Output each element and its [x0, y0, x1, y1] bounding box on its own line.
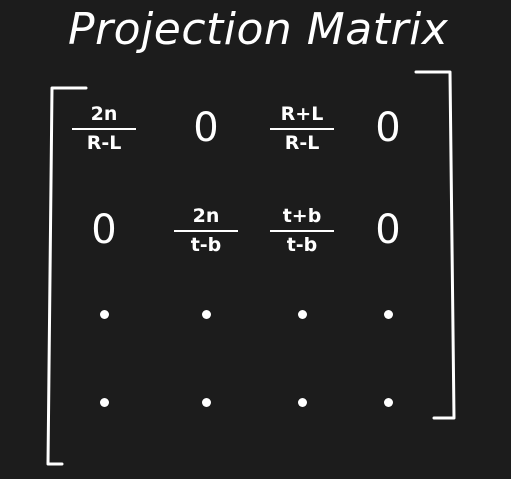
fraction: R+L R-L	[270, 103, 334, 154]
fraction-numerator: 2n	[90, 102, 118, 125]
placeholder-dot	[297, 397, 307, 407]
matrix-cell-r4-c4	[343, 367, 433, 437]
zero-entry: 0	[193, 105, 219, 151]
fraction-bar	[270, 229, 334, 232]
left-bracket	[46, 86, 88, 466]
zero-entry: 0	[375, 105, 401, 151]
matrix-cell-r2-c3: t+b t-b	[257, 195, 347, 265]
placeholder-dot	[201, 309, 211, 319]
matrix-cell-r1-c2: 0	[161, 93, 251, 163]
matrix-cell-r3-c1	[59, 279, 149, 349]
fraction-denominator: t-b	[286, 233, 318, 256]
fraction-numerator: R+L	[280, 102, 324, 125]
fraction-bar	[270, 127, 334, 130]
matrix-cell-r1-c3: R+L R-L	[257, 93, 347, 163]
fraction-numerator: t+b	[282, 204, 322, 227]
fraction-bar	[174, 229, 238, 232]
placeholder-dot	[99, 397, 109, 407]
matrix-cell-r3-c4	[343, 279, 433, 349]
matrix-cell-r4-c1	[59, 367, 149, 437]
matrix-cell-r2-c1: 0	[59, 195, 149, 265]
matrix-cell-r2-c4: 0	[343, 195, 433, 265]
zero-entry: 0	[91, 207, 117, 253]
fraction-bar	[72, 127, 136, 130]
zero-entry: 0	[375, 207, 401, 253]
fraction-numerator: 2n	[192, 204, 220, 227]
matrix-cell-r1-c4: 0	[343, 93, 433, 163]
matrix-cell-r2-c2: 2n t-b	[161, 195, 251, 265]
page-title: Projection Matrix	[68, 4, 449, 55]
matrix-cell-r4-c3	[257, 367, 347, 437]
placeholder-dot	[99, 309, 109, 319]
fraction-denominator: R-L	[86, 131, 122, 154]
placeholder-dot	[201, 397, 211, 407]
placeholder-dot	[297, 309, 307, 319]
matrix-cell-r3-c3	[257, 279, 347, 349]
matrix-cell-r3-c2	[161, 279, 251, 349]
fraction: 2n t-b	[174, 205, 238, 256]
matrix-cell-r4-c2	[161, 367, 251, 437]
fraction-denominator: t-b	[190, 233, 222, 256]
placeholder-dot	[383, 397, 393, 407]
right-bracket	[414, 70, 456, 420]
fraction-denominator: R-L	[284, 131, 320, 154]
fraction: t+b t-b	[270, 205, 334, 256]
placeholder-dot	[383, 309, 393, 319]
